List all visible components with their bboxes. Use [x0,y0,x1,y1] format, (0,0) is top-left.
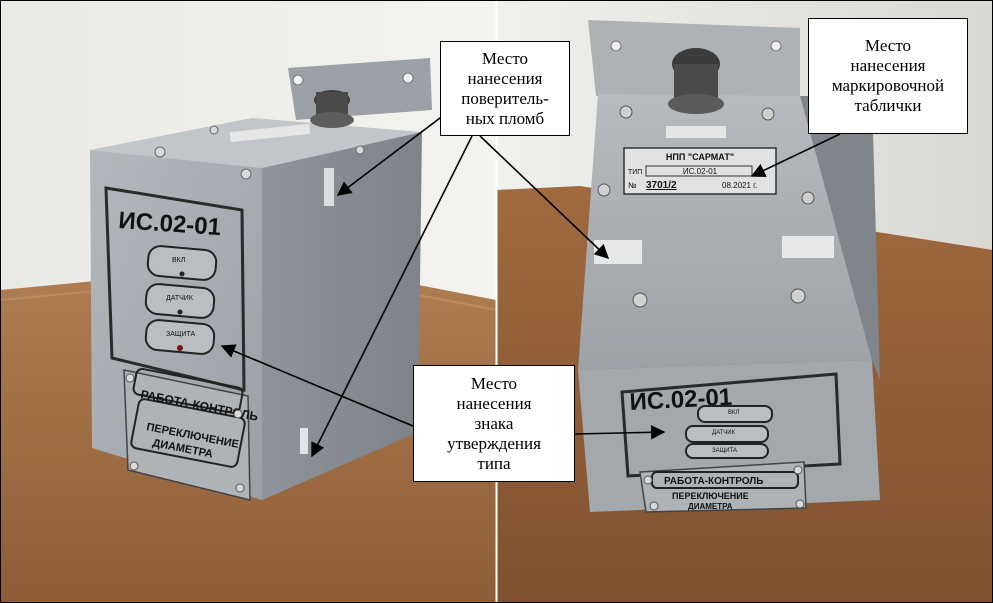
right-switch-label-1: РАБОТА-КОНТРОЛЬ [664,476,764,487]
arrow-seal-right [479,135,610,259]
arrow-approval-left [220,344,414,427]
nameplate-type-value: ИС.02-01 [683,167,718,176]
nameplate-number-label: № [628,181,637,190]
right-switch-label-3: ДИАМЕТРА [688,502,733,511]
right-indicator-1: ВКЛ [728,410,739,416]
left-indicator-3: ЗАЩИТА [166,331,196,338]
right-indicator-3: ЗАЩИТА [712,448,737,454]
callout-arrows [220,111,841,458]
left-indicator-2: ДАТЧИК [166,295,194,302]
right-indicator-2: ДАТЧИК [712,430,736,436]
callout-seal-location: Место нанесения поверитель- ных пломб [440,41,570,136]
nameplate-date: 08.2021 г. [722,181,757,190]
arrow-plate [750,133,841,177]
nameplate-number-value: 3701/2 [646,180,677,191]
left-indicator-1: ВКЛ [172,257,186,264]
nameplate-maker: НПП "САРМАТ" [666,152,734,162]
arrow-seal-bottom [311,135,473,458]
arrow-seal-top [336,111,449,196]
callout-nameplate-location: Место нанесения маркировочной таблички [808,18,968,134]
left-photo: ИС.02-01 ВКЛ ДАТЧИК ЗАЩИТА РАБОТА-КОНТРО… [0,0,497,603]
right-switch-label-2: ПЕРЕКЛЮЧЕНИЕ [672,491,749,501]
nameplate-type-label: ТИП [628,169,642,176]
callout-type-approval-location: Место нанесения знака утверждения типа [413,365,575,482]
arrow-approval-right [574,425,666,440]
